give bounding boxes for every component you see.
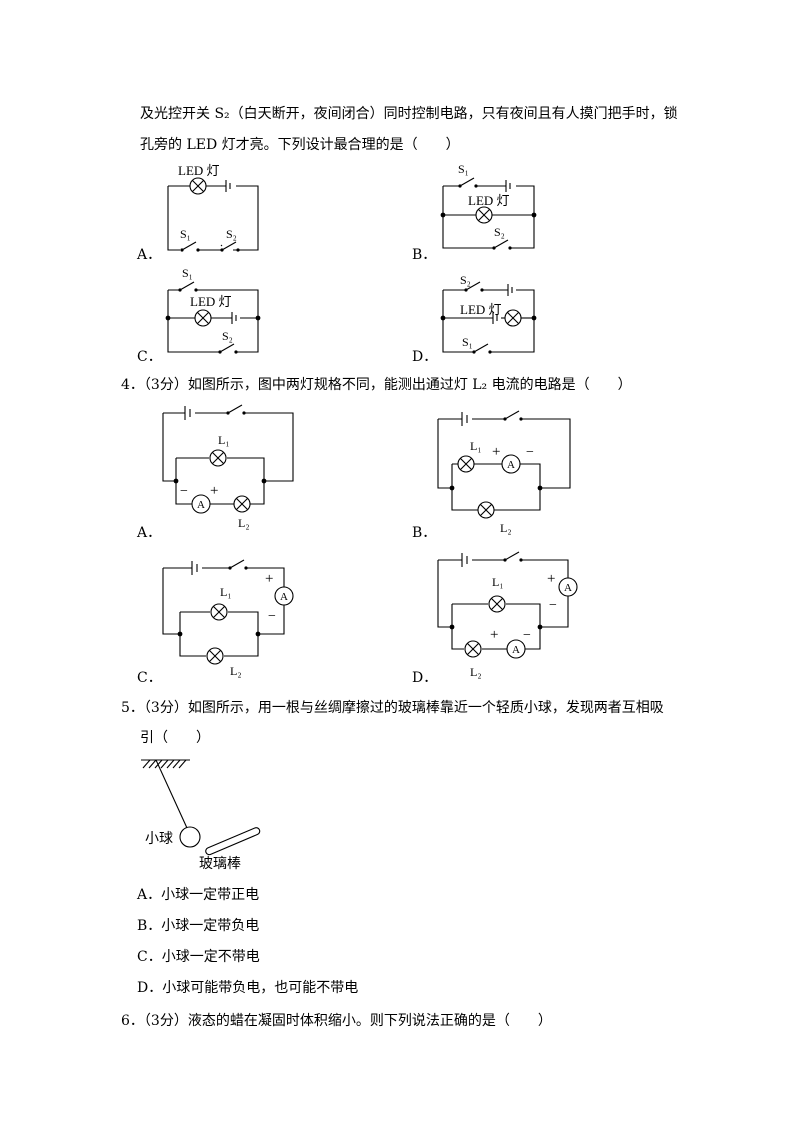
led-lamp-icon [504,309,522,327]
s2-label: S₂ [226,227,237,241]
l2-lamp-icon [477,501,495,519]
q5-figure: 小球 玻璃棒 [141,759,261,872]
l1-lamp-icon [457,455,475,473]
ammeter-label: A [280,591,288,603]
ammeter-label: A [197,499,205,511]
q4-option-b-label[interactable]: B． [412,525,437,541]
s1-label: S₁ [458,162,469,176]
s1-label: S₁ [182,266,193,280]
l2-label: L₂ [470,665,482,679]
rod-label: 玻璃棒 [199,855,241,872]
plus-sign: + [265,571,273,587]
plus-sign: + [210,483,218,499]
minus-sign: − [549,598,557,613]
l2-lamp-icon [464,640,482,658]
q3-circuit-a: LED 灯 S₁ S₂ [167,163,259,252]
q4-circuit-a: A L₁ L₂ − + [162,404,294,530]
l1-lamp-icon [488,595,506,613]
plus-sign: + [547,571,555,587]
s1-label: S₁ [462,335,473,349]
minus-sign: − [523,628,531,643]
plus-sign: + [490,627,498,643]
l2-label: L₂ [500,521,512,535]
q4-circuit-b: A L₁ L₂ + − [437,410,571,535]
l1-label: L₁ [218,433,230,447]
ammeter-label: A [507,459,515,471]
q5-option-c[interactable]: C．小球一定不带电 [137,949,260,965]
glass-rod-icon [205,827,261,856]
q3-stem-line2: 孔旁的 LED 灯才亮。下列设计最合理的是（ ） [140,137,460,153]
q5-stem-line2: 引（ ） [140,730,210,746]
led-label: LED 灯 [460,302,502,317]
s2-label: S₂ [222,329,233,343]
l2-label: L₂ [230,664,242,678]
q4-circuit-c: A L₁ L₂ + − [162,559,294,678]
s1-label: S₁ [180,227,191,241]
q3-circuit-d: S₂ LED 灯 S₁ [440,273,537,354]
l1-lamp-icon [209,449,227,467]
l2-lamp-icon [206,647,224,665]
led-lamp-icon [194,309,212,327]
q4-option-d-label[interactable]: D． [412,670,438,686]
l1-label: L₁ [492,575,504,589]
q3-circuit-c: S₁ LED 灯 S₂ [165,266,261,354]
q4-stem: 4．（3分）如图所示，图中两灯规格不同，能测出通过灯 L₂ 电流的电路是（ ） [121,377,632,393]
led-lamp-icon [475,206,493,224]
plus-sign: + [492,444,500,460]
led-label: LED 灯 [178,163,220,178]
q5-option-d[interactable]: D．小球可能带负电，也可能不带电 [137,980,359,996]
led-label: LED 灯 [190,294,232,309]
q3-option-c-label[interactable]: C． [137,349,162,365]
q5-option-b[interactable]: B．小球一定带负电 [137,918,260,934]
q3-option-d-label[interactable]: D． [412,349,438,365]
ball-label: 小球 [145,831,173,847]
q3-option-a-label[interactable]: A． [137,247,162,263]
ammeter-label: A [564,582,572,594]
minus-sign: − [268,609,276,624]
string-line [155,759,188,829]
q3-stem-line1: 及光控开关 S₂（白天断开，夜间闭合）同时控制电路，只有夜间且有人摸门把手时，锁 [140,106,678,122]
q6-stem: 6．（3分）液态的蜡在凝固时体积缩小。则下列说法正确的是（ ） [121,1013,552,1029]
q5-option-a[interactable]: A．小球一定带正电 [137,887,260,903]
l1-label: L₁ [470,439,482,453]
l1-label: L₁ [220,585,232,599]
led-lamp-icon [189,177,207,195]
s1-switch-blade [459,177,475,187]
q4-option-c-label[interactable]: C． [137,670,162,686]
ceiling-hatch [142,759,187,769]
minus-sign: − [180,484,188,499]
s2-label: S₂ [460,273,471,287]
q3-option-b-label[interactable]: B． [412,247,437,263]
q5-stem-line1: 5．（3分）如图所示，用一根与丝绸摩擦过的玻璃棒靠近一个轻质小球，发现两者互相吸 [121,700,664,716]
ammeter-label: A [512,644,520,656]
q4-circuit-d: A A L₁ L₂ + − + − [437,551,578,679]
q4-option-a-label[interactable]: A． [137,525,162,541]
l2-lamp-icon [233,495,251,513]
minus-sign: − [526,445,534,460]
ball-icon [179,826,201,848]
s2-label: S₂ [494,225,505,239]
led-label: LED 灯 [468,193,510,208]
q3-circuit-b: S₁ LED 灯 S₂ [440,162,537,250]
l2-label: L₂ [238,516,250,530]
l1-lamp-icon [210,603,228,621]
